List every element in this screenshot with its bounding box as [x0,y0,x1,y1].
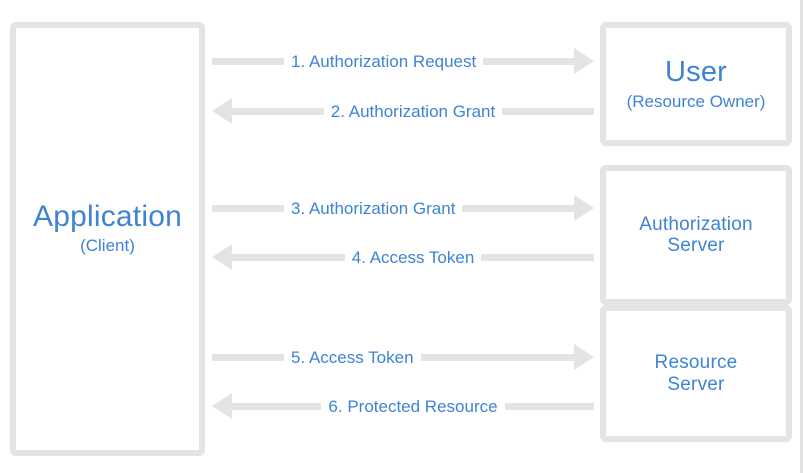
arrow-left-icon-4 [212,244,232,270]
resource-server-title-line1: Resource [654,352,738,374]
arrow-left-icon-2 [212,98,232,124]
application-subtitle: (Client) [80,235,135,255]
flow-step-4: 4. Access Token [212,240,595,274]
flow-line-right-3 [462,204,574,212]
entity-box-application: Application (Client) [10,22,205,456]
user-subtitle: (Resource Owner) [626,92,766,112]
entity-box-user: User (Resource Owner) [600,22,792,146]
flow-step-3: 3. Authorization Grant [212,191,594,225]
flow-line-left-4 [232,253,345,261]
flow-step-1: 1. Authorization Request [212,44,594,78]
flow-label-1: 1. Authorization Request [291,51,477,71]
flow-line-right-6 [504,402,594,410]
flow-line-right-1 [483,57,574,65]
arrow-right-icon-5 [574,344,594,370]
authorization-server-title-line1: Authorization [639,213,753,235]
flow-step-2: 2. Authorization Grant [212,94,594,128]
application-title: Application [33,200,182,233]
canvas-right-edge [800,0,803,473]
flow-label-2: 2. Authorization Grant [330,101,496,121]
flow-line-right-5 [420,353,574,361]
flow-step-5: 5. Access Token [212,340,594,374]
flow-line-left-2 [232,107,324,115]
flow-label-5: 5. Access Token [291,347,414,367]
flow-line-left-3 [212,204,284,212]
user-title: User [664,55,728,88]
flow-line-left-1 [212,57,284,65]
entity-box-authorization-server: Authorization Server [600,165,792,305]
flow-step-6: 6. Protected Resource [212,389,594,423]
flow-label-3: 3. Authorization Grant [291,198,456,218]
flow-line-right-2 [502,107,594,115]
application-label-stack: Application (Client) [16,200,199,256]
authorization-server-title-line2: Server [667,235,725,256]
flow-line-left-6 [232,402,322,410]
flow-line-left-5 [212,353,284,361]
flow-label-4: 4. Access Token [351,247,475,267]
flow-line-right-4 [481,253,595,261]
resource-server-title-line2: Server [667,373,725,395]
flow-label-6: 6. Protected Resource [328,396,498,416]
arrow-right-icon-3 [574,195,594,221]
arrow-left-icon-6 [212,393,232,419]
entity-box-resource-server: Resource Server [600,305,792,442]
arrow-right-icon-1 [574,48,594,74]
